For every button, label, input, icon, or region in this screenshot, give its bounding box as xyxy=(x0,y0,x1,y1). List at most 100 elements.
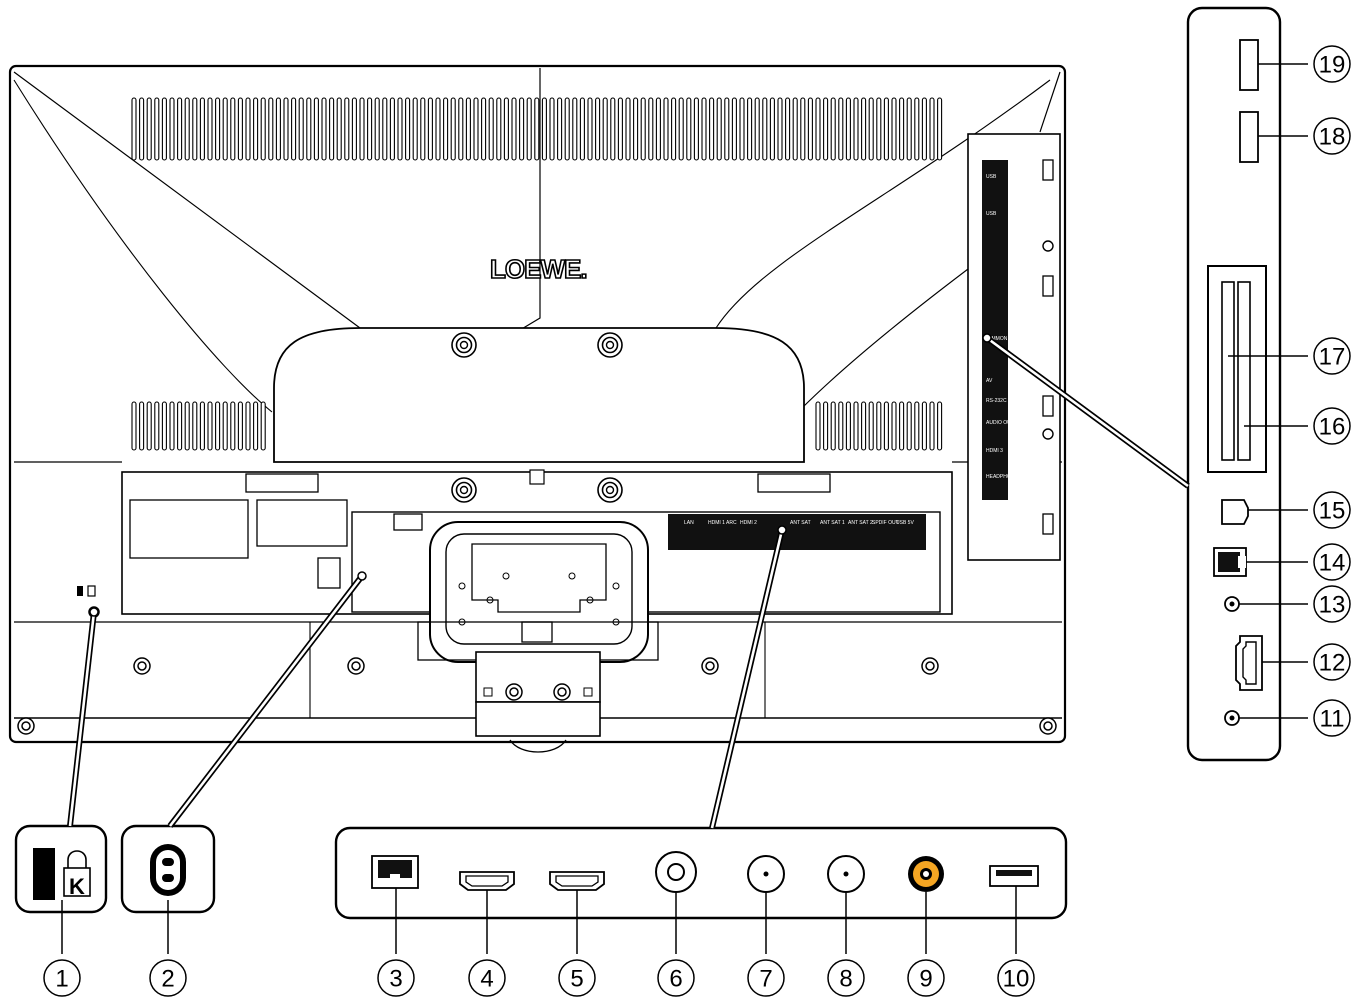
vent-slot xyxy=(169,97,175,161)
vent-slot xyxy=(914,97,920,161)
vent-slot xyxy=(389,97,395,161)
vent-slot xyxy=(549,97,555,161)
usb-port-icon xyxy=(1239,39,1259,91)
vent-slot xyxy=(906,401,912,451)
vent-slot xyxy=(405,97,411,161)
vent-slot xyxy=(754,97,760,161)
vent-slot xyxy=(184,401,190,451)
vent-slot xyxy=(830,401,836,451)
vent-slot xyxy=(321,97,327,161)
headphone-jack-icon xyxy=(1224,596,1240,612)
callout-16: 16 xyxy=(1313,407,1351,445)
ventilation-grille-top xyxy=(131,97,943,161)
vent-slot xyxy=(260,97,266,161)
vent-slot xyxy=(929,401,935,451)
vent-slot xyxy=(625,97,631,161)
side-panel-detail xyxy=(1186,6,1282,762)
antenna-port-icon xyxy=(655,851,697,893)
vent-slot xyxy=(709,97,715,161)
vent-slot xyxy=(899,401,905,451)
label-ant: ANT SAT xyxy=(790,520,811,526)
callout-9: 9 xyxy=(907,959,945,997)
label-usb: USB 5V xyxy=(896,520,914,526)
rear-port-label-strip: LAN HDMI 1 ARC HDMI 2 ANT SAT ANT SAT 1 … xyxy=(668,514,926,550)
brand-logo: LOEWE. xyxy=(490,254,587,284)
vent-slot xyxy=(199,401,205,451)
label-sat2: ANT SAT 2 xyxy=(848,520,873,526)
vent-slot xyxy=(610,97,616,161)
vent-slot xyxy=(526,97,532,161)
label-headphones: HEADPHONES xyxy=(986,474,1022,480)
callout-11: 11 xyxy=(1313,699,1351,737)
lan-port-icon xyxy=(371,855,419,889)
vent-slot xyxy=(731,97,737,161)
vent-slot xyxy=(853,97,859,161)
vent-slot xyxy=(169,401,175,451)
vent-slot xyxy=(906,97,912,161)
callout-number: 9 xyxy=(919,966,932,993)
vent-slot xyxy=(823,401,829,451)
rear-ports-detail-box xyxy=(334,826,1068,920)
callout-number: 6 xyxy=(669,966,682,993)
vent-slot xyxy=(131,97,137,161)
stand-mount-cover xyxy=(273,327,805,463)
vent-slot xyxy=(199,97,205,161)
vent-slot xyxy=(792,97,798,161)
label-lan: LAN xyxy=(684,520,694,526)
callout-10: 10 xyxy=(997,959,1035,997)
vent-slot xyxy=(671,97,677,161)
callout-number: 15 xyxy=(1319,498,1346,525)
vent-slot xyxy=(891,401,897,451)
vent-slot xyxy=(595,97,601,161)
callout-lines-side xyxy=(1228,63,1308,719)
vent-slot xyxy=(268,97,274,161)
vent-slot xyxy=(275,97,281,161)
kensington-lock-icon: K xyxy=(63,850,91,899)
callout-12: 12 xyxy=(1313,643,1351,681)
vent-slot xyxy=(139,97,145,161)
callout-3: 3 xyxy=(377,959,415,997)
callout-number: 19 xyxy=(1319,52,1346,79)
vent-slot xyxy=(853,401,859,451)
label-hdmi3: HDMI 3 xyxy=(986,448,1003,454)
vent-slot xyxy=(633,97,639,161)
vent-slot xyxy=(131,401,137,451)
callout-number: 5 xyxy=(570,966,583,993)
ci-slot-icon xyxy=(1207,265,1267,473)
power-socket-icon xyxy=(150,844,186,896)
vent-slot xyxy=(245,97,251,161)
vent-slot xyxy=(351,97,357,161)
ventilation-grille-bottom xyxy=(131,401,943,451)
callout-number: 14 xyxy=(1319,550,1346,577)
vent-slot xyxy=(207,401,213,451)
callout-number: 4 xyxy=(480,966,493,993)
mount-screw-icon xyxy=(451,477,477,503)
vent-slot xyxy=(161,97,167,161)
spdif-port-icon xyxy=(908,856,944,892)
audio-jack-icon xyxy=(1224,710,1240,726)
vent-slot xyxy=(230,97,236,161)
usb-port-icon xyxy=(1239,111,1259,163)
vent-slot xyxy=(511,97,517,161)
label-ci: COMMON INTERFACE xyxy=(984,336,1037,342)
label-audio: AUDIO OUT xyxy=(986,420,1014,426)
callout-number: 12 xyxy=(1319,650,1346,677)
callout-5: 5 xyxy=(558,959,596,997)
vent-slot xyxy=(465,97,471,161)
vent-slot xyxy=(161,401,167,451)
vent-slot xyxy=(823,97,829,161)
vent-slot xyxy=(602,97,608,161)
vent-slot xyxy=(769,97,775,161)
vent-slot xyxy=(298,97,304,161)
leader-lines xyxy=(67,333,992,829)
vent-slot xyxy=(739,97,745,161)
vent-slot xyxy=(663,97,669,161)
vent-slot xyxy=(830,97,836,161)
vent-slot xyxy=(861,401,867,451)
side-connection-panel: USB USB COMMON INTERFACE AV RS-232C AUDI… xyxy=(967,133,1061,561)
callout-4: 4 xyxy=(468,959,506,997)
vent-slot xyxy=(313,97,319,161)
vent-slot xyxy=(154,97,160,161)
vent-slot xyxy=(883,97,889,161)
